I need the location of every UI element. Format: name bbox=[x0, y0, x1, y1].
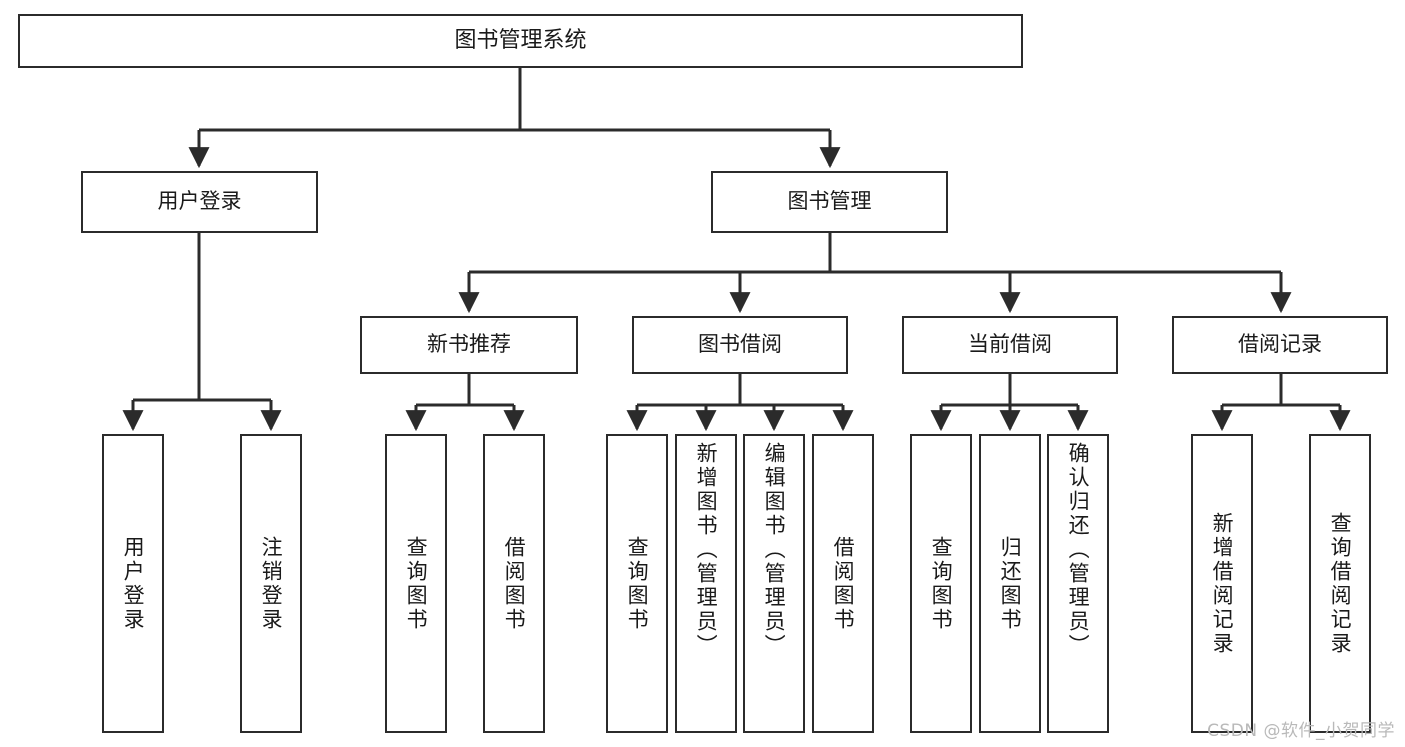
leaf-borrow-books-borrow-label: 借阅图书 bbox=[831, 535, 856, 632]
leaf-borrow-books-newbooks-label: 借阅图书 bbox=[502, 535, 527, 632]
leaf-add-borrow-record[interactable]: 新增借阅记录 bbox=[1191, 434, 1253, 733]
leaf-query-borrow-record[interactable]: 查询借阅记录 bbox=[1309, 434, 1371, 733]
leaf-query-borrow-record-label: 查询借阅记录 bbox=[1328, 511, 1353, 656]
node-root-system[interactable]: 图书管理系统 bbox=[18, 14, 1023, 68]
leaf-borrow-books-newbooks[interactable]: 借阅图书 bbox=[483, 434, 545, 733]
node-new-book-recommend[interactable]: 新书推荐 bbox=[360, 316, 578, 374]
watermark-text: CSDN @软件_小贺同学 bbox=[1207, 721, 1395, 741]
leaf-confirm-return-admin-label: 确认归还（管理员） bbox=[1066, 442, 1091, 658]
node-user-login-label: 用户登录 bbox=[157, 189, 242, 214]
node-current-borrow[interactable]: 当前借阅 bbox=[902, 316, 1118, 374]
leaf-add-book-admin[interactable]: 新增图书（管理员） bbox=[675, 434, 737, 733]
leaf-query-books-newbooks-label: 查询图书 bbox=[404, 535, 429, 632]
node-book-borrow-label: 图书借阅 bbox=[698, 332, 782, 357]
leaf-query-books-borrow-label: 查询图书 bbox=[625, 535, 650, 632]
leaf-edit-book-admin[interactable]: 编辑图书（管理员） bbox=[743, 434, 805, 733]
leaf-add-book-admin-label: 新增图书（管理员） bbox=[694, 442, 719, 658]
leaf-user-login-label: 用户登录 bbox=[121, 535, 146, 632]
leaf-confirm-return-admin[interactable]: 确认归还（管理员） bbox=[1047, 434, 1109, 733]
node-user-login[interactable]: 用户登录 bbox=[81, 171, 318, 233]
leaf-logout[interactable]: 注销登录 bbox=[240, 434, 302, 733]
node-borrow-records-label: 借阅记录 bbox=[1238, 332, 1322, 357]
leaf-return-books-label: 归还图书 bbox=[998, 535, 1023, 632]
leaf-query-books-current-label: 查询图书 bbox=[929, 535, 954, 632]
leaf-add-borrow-record-label: 新增借阅记录 bbox=[1210, 511, 1235, 656]
node-book-management[interactable]: 图书管理 bbox=[711, 171, 948, 233]
leaf-user-login[interactable]: 用户登录 bbox=[102, 434, 164, 733]
node-book-borrow[interactable]: 图书借阅 bbox=[632, 316, 848, 374]
node-book-management-label: 图书管理 bbox=[787, 189, 872, 214]
leaf-edit-book-admin-label: 编辑图书（管理员） bbox=[762, 442, 787, 658]
node-root-system-label: 图书管理系统 bbox=[454, 27, 587, 53]
leaf-query-books-newbooks[interactable]: 查询图书 bbox=[385, 434, 447, 733]
node-current-borrow-label: 当前借阅 bbox=[968, 332, 1052, 357]
node-new-book-recommend-label: 新书推荐 bbox=[427, 332, 511, 357]
leaf-query-books-borrow[interactable]: 查询图书 bbox=[606, 434, 668, 733]
leaf-logout-label: 注销登录 bbox=[259, 535, 284, 632]
leaf-borrow-books-borrow[interactable]: 借阅图书 bbox=[812, 434, 874, 733]
leaf-return-books[interactable]: 归还图书 bbox=[979, 434, 1041, 733]
leaf-query-books-current[interactable]: 查询图书 bbox=[910, 434, 972, 733]
node-borrow-records[interactable]: 借阅记录 bbox=[1172, 316, 1388, 374]
